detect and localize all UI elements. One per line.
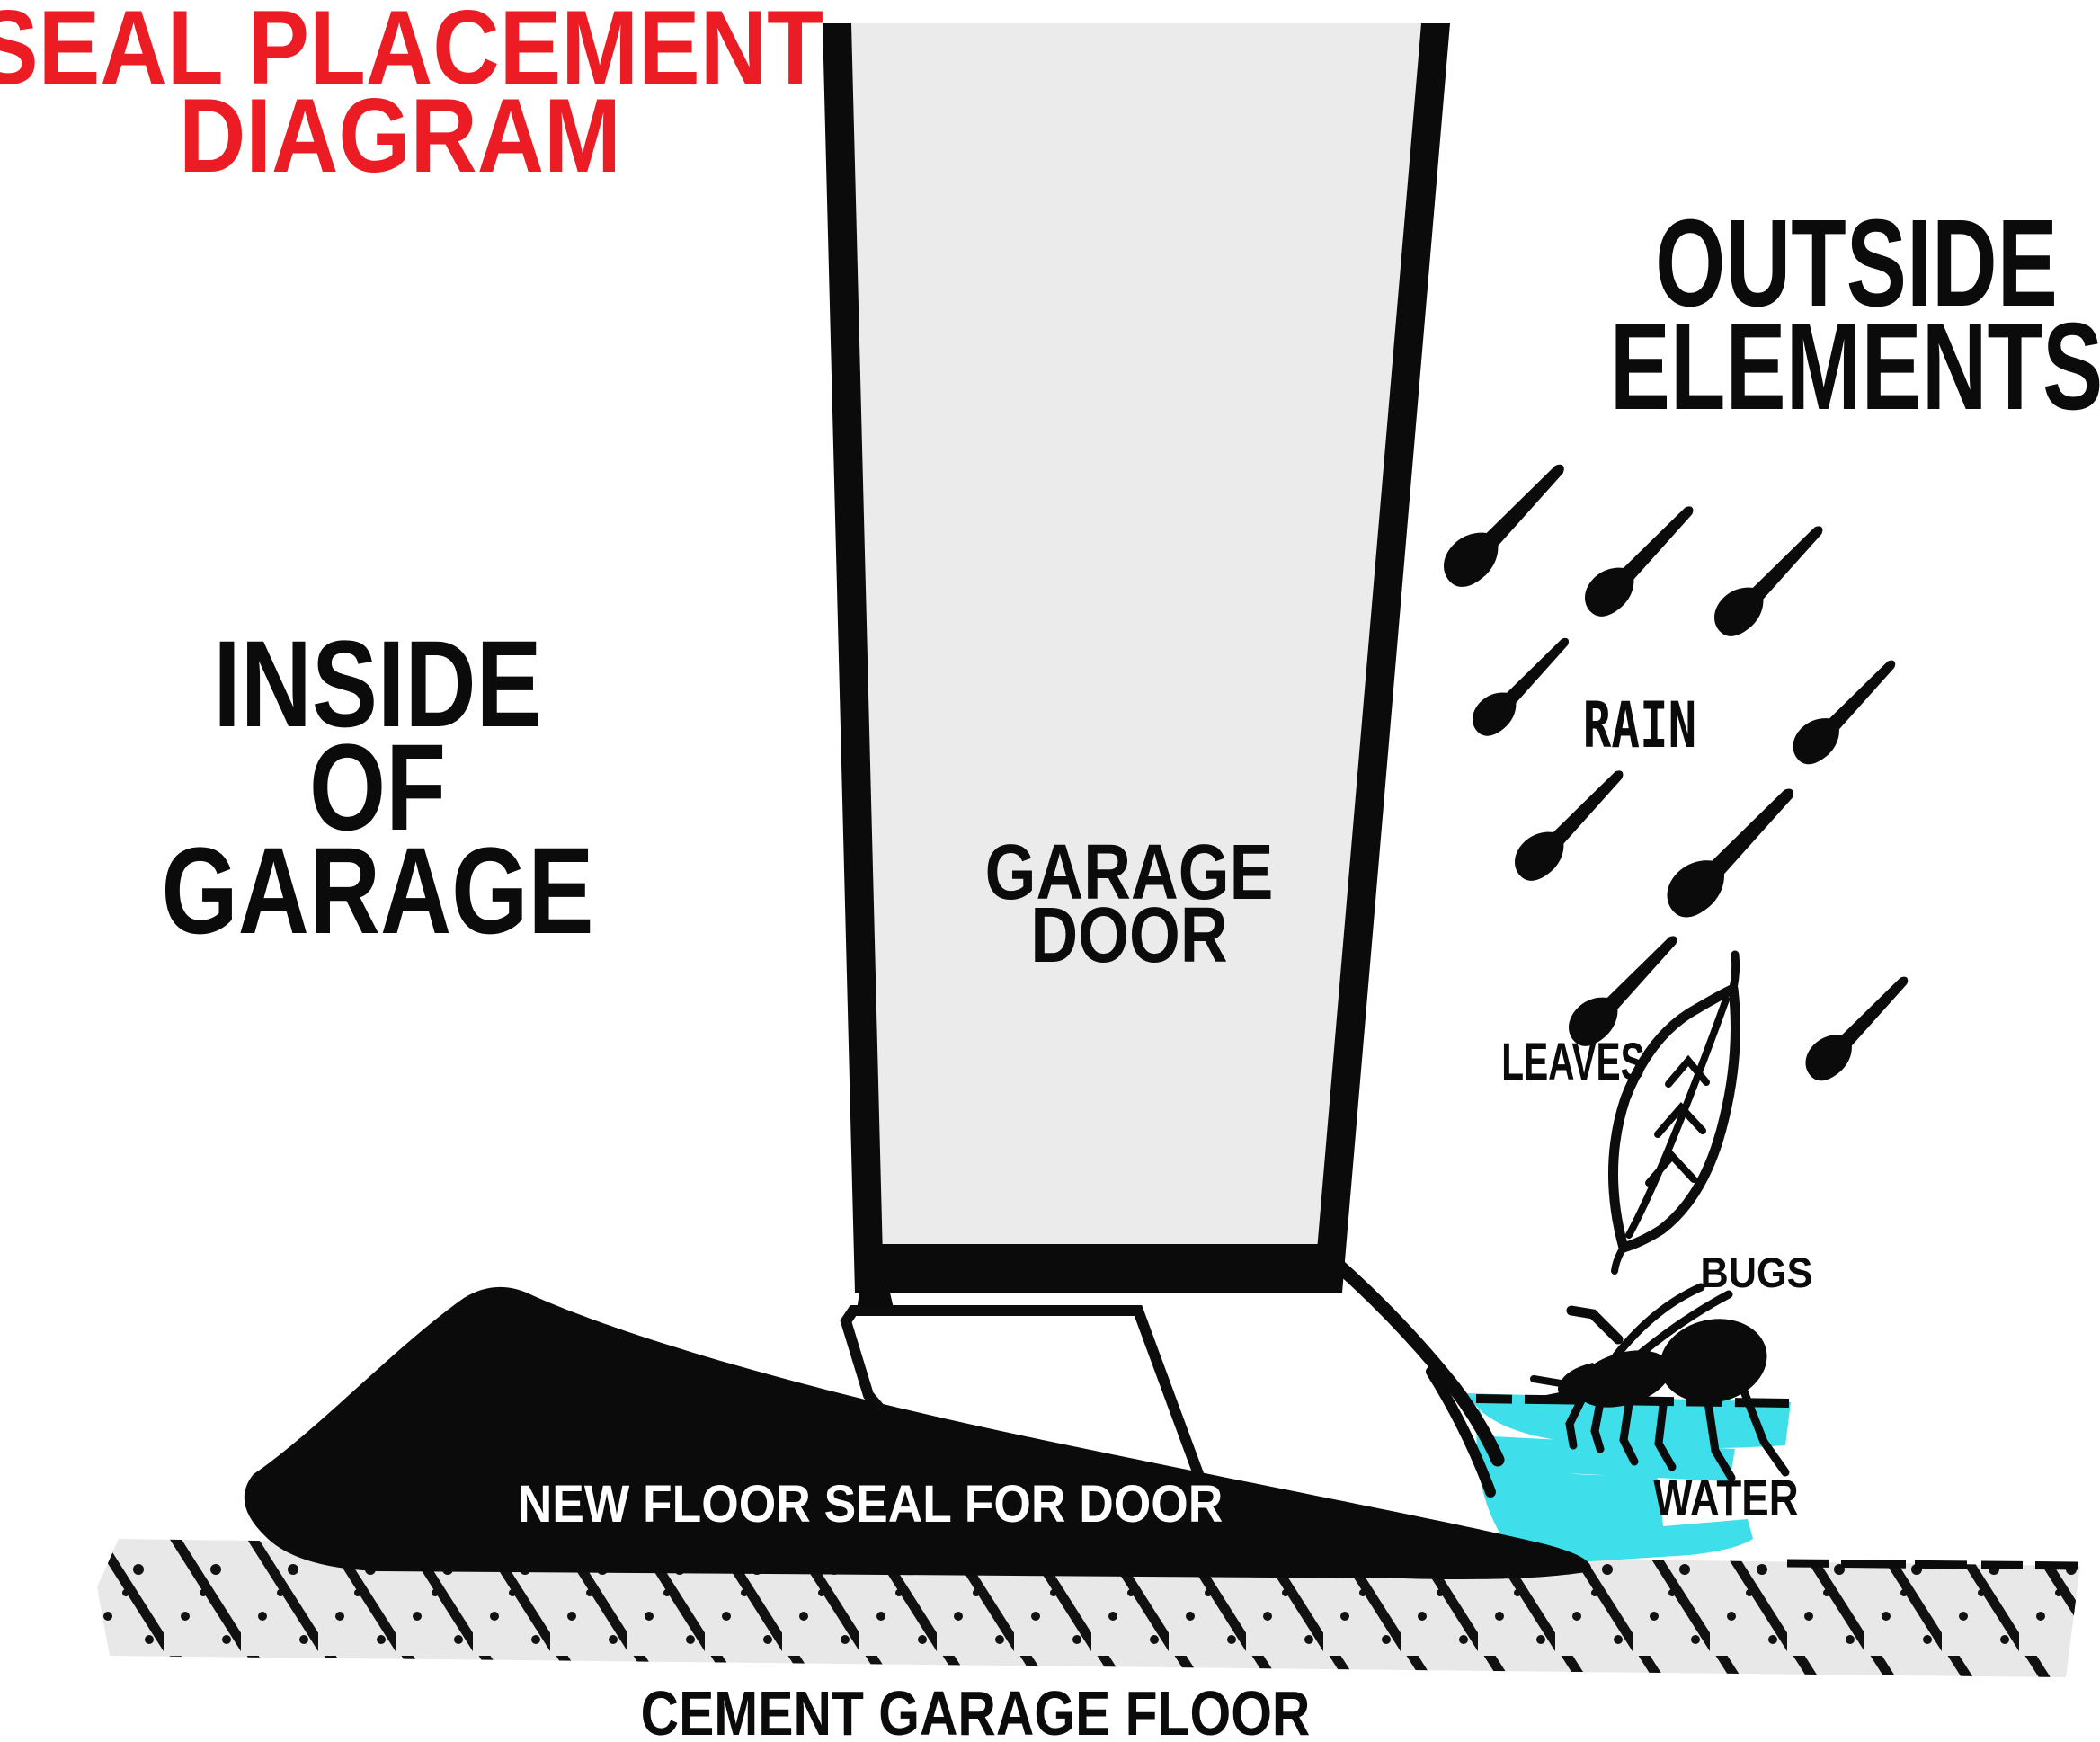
floor-seal-wedge — [244, 1286, 1592, 1579]
garage-door-bottom-bar — [874, 1244, 1323, 1293]
leaves-label: LEAVES — [1501, 1033, 1645, 1091]
garage-door-right-edge — [1313, 23, 1450, 1293]
rain-drops-group — [1433, 450, 1921, 1089]
garage-door-left-edge — [823, 23, 884, 1293]
outside-elements-label: OUTSIDE ELEMENTS — [1609, 194, 2100, 436]
cement-floor-label: CEMENT GARAGE FLOOR — [640, 1678, 1311, 1742]
door-jamb-flare — [1321, 1249, 1505, 1467]
leaf-icon — [1608, 950, 1740, 1275]
raindrop-icon — [1784, 648, 1909, 773]
inside-of-garage-label: INSIDE OF GARAGE — [161, 616, 594, 961]
title-line-2: DIAGRAM — [179, 76, 621, 195]
floor-seal-label: NEW FLOOR SEAL FOR DOOR — [517, 1475, 1224, 1533]
rain-label: RAIN — [1582, 689, 1697, 762]
raindrop-icon — [1433, 450, 1579, 597]
raindrop-icon — [1505, 758, 1637, 890]
title-line-1: SEAL PLACEMENT — [0, 0, 823, 106]
garage-door — [823, 23, 1450, 1316]
bugs-label: BUGS — [1700, 1249, 1813, 1296]
garage-door-panel — [851, 23, 1421, 1293]
floor-edge-line — [1786, 1559, 2079, 1570]
raindrop-icon — [1656, 774, 1810, 928]
raindrop-icon — [1704, 513, 1837, 645]
page-title: SEAL PLACEMENT DIAGRAM — [0, 0, 881, 188]
water-label: WATER — [1653, 1470, 1799, 1527]
raindrop-icon — [1796, 964, 1921, 1089]
raindrop-icon — [1575, 493, 1707, 626]
cement-floor — [97, 1539, 2080, 1677]
garage-door-label: GARAGE DOOR — [984, 829, 1274, 979]
ant-icon — [1530, 1283, 1790, 1482]
